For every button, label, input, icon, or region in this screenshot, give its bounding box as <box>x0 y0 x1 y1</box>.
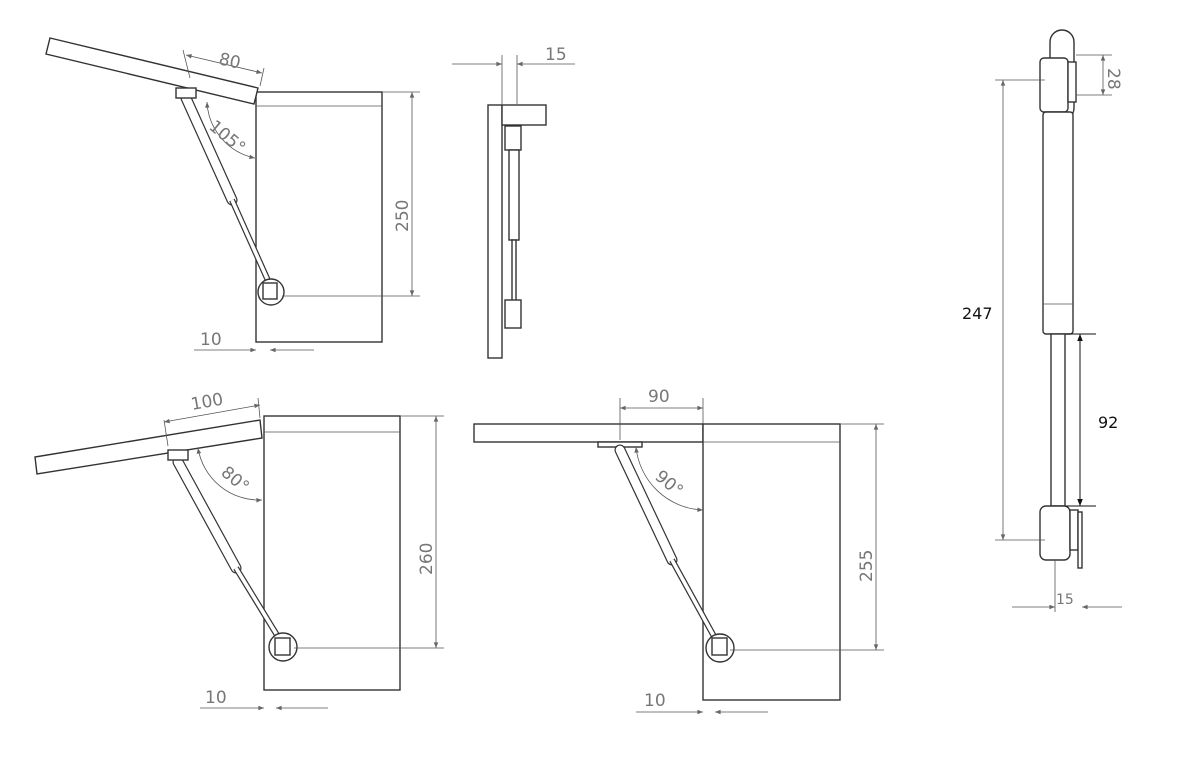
dim-stroke: 92 <box>1098 413 1118 432</box>
view-strut-detail: 28 247 92 15 <box>962 29 1123 612</box>
dim-bracket: 28 <box>1103 68 1123 90</box>
view-lid-90: 90 90° 255 10 <box>473 387 884 715</box>
dim-angle: 90° <box>651 467 687 502</box>
gas-strut <box>504 125 522 329</box>
cabinet-side <box>487 104 503 359</box>
lid <box>34 419 263 475</box>
gas-strut <box>167 449 298 662</box>
dim-height: 250 <box>393 200 413 232</box>
lid <box>501 104 547 126</box>
dim-lid-offset: 80 <box>217 49 243 73</box>
dim-side-offset: 10 <box>200 330 222 350</box>
dim-lid-offset: 100 <box>189 390 224 415</box>
gas-strut <box>1039 29 1083 569</box>
view-lid-105: 80 105° 250 10 <box>45 37 420 353</box>
dim-offset: 15 <box>1056 592 1074 608</box>
lid <box>473 423 704 443</box>
view-lid-80: 100 80° 260 10 <box>34 390 444 711</box>
dim-height: 255 <box>857 550 877 582</box>
view-side: 15 <box>452 45 575 359</box>
dim-side-offset: 10 <box>205 688 227 708</box>
dim-lid-offset: 90 <box>648 387 670 407</box>
dim-height: 260 <box>417 543 437 575</box>
dim-offset: 15 <box>545 45 567 65</box>
dim-side-offset: 10 <box>644 691 666 711</box>
dim-length: 247 <box>962 304 993 323</box>
dim-angle: 80° <box>217 463 253 498</box>
